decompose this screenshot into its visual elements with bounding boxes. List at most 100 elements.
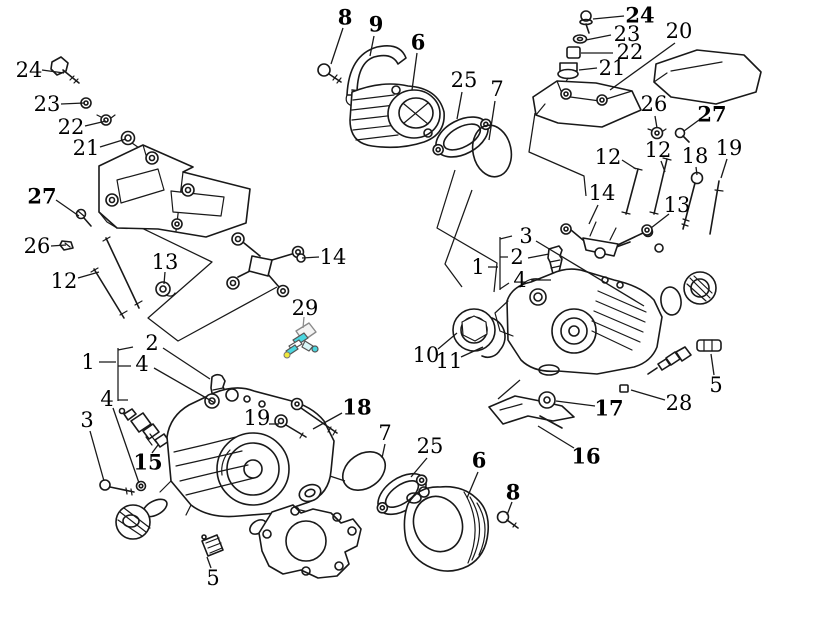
cylinder-head-right [494,268,663,376]
leader-line-24-right [592,15,625,20]
callout-24-right: 24 [625,3,654,28]
callout-27-right: 27 [697,102,726,127]
bolt-3-left [99,479,135,496]
leader-line-20 [609,42,676,91]
leader-line-2-right [527,253,550,259]
cylinder-port-6-top [349,83,445,149]
o-ring-7-top [471,124,513,178]
callout-22-left: 22 [58,115,85,139]
bolt-8-bottom [496,510,519,529]
leader-line-17 [555,400,596,407]
callout-12-right-a: 12 [595,145,622,169]
leader-line-27-right [683,119,700,132]
callout-24-left: 24 [16,58,43,82]
washer-23-right [572,34,588,44]
callout-2-right: 2 [510,245,523,269]
callout-25-top: 25 [451,68,478,92]
callout-18-right: 18 [682,144,709,168]
leader-line-13-right [650,213,670,229]
callout-2-left: 2 [145,331,158,355]
callout-21-right: 21 [599,56,626,80]
callout-20: 20 [666,19,693,43]
callout-4-left-a: 4 [135,352,148,376]
callout-7-bottom: 7 [378,421,391,445]
leader-line-2-left [162,347,211,380]
leader-line-16 [537,425,575,449]
tappet-cover-10 [452,308,496,352]
leader-line-21-left [99,138,127,148]
cylinder-head-left [159,387,335,518]
screw-27-left [75,208,92,227]
leader-line-12-right-a [621,159,637,170]
mount-21-right [557,62,579,92]
leader-line-27-left [55,199,80,217]
leader-line-11 [460,346,484,358]
leader-line-3-left [89,430,105,482]
leader-line-8-top [330,27,344,65]
callout-5-right: 5 [709,373,722,397]
bolt-24-right [579,10,593,34]
callout-26-right: 26 [641,92,668,116]
callout-13-left: 13 [152,250,179,274]
callout-5-left: 5 [206,566,219,590]
bolt-8-top [317,63,342,84]
callout-23-left: 23 [34,92,61,116]
leader-line-5-left [206,556,212,569]
callout-8-bottom: 8 [506,480,521,505]
o-ring-right [660,286,682,316]
leader-line-28 [630,389,666,401]
callout-27-left: 27 [27,184,56,209]
callout-8-top: 8 [338,5,353,30]
tappet-cover-right [683,271,717,305]
leader-line-8-bottom [506,501,513,516]
leader-line-3-right [535,240,645,307]
callout-4-left-b: 4 [100,387,113,411]
leader-line-6-top [411,52,418,91]
callout-6-top: 6 [411,30,426,55]
callout-12-left: 12 [51,269,78,293]
callout-3-right: 3 [519,224,532,248]
callout-10: 10 [413,343,440,367]
o-ring-11 [481,317,506,359]
nut-28 [619,384,629,393]
spark-plug-15 [118,407,170,448]
callout-19-right: 19 [716,136,743,160]
nut-13-left [155,281,176,297]
callout-19-left: 19 [244,406,271,430]
callout-16: 16 [571,444,600,469]
stud-12-left-a [102,236,143,309]
tappet-cover-bottom-left [115,498,168,540]
callout-21-left: 21 [73,136,100,160]
callout-1-right: 1 [471,255,484,279]
leader-line-29 [302,316,305,329]
leader-line-13-left [163,271,166,285]
bracket-14-left [226,232,306,298]
cam-cover-piece-right [653,49,762,105]
cam-cover-piece-left [532,80,642,128]
gasket-25-top [432,116,492,158]
screw-27-right [674,127,690,143]
callout-18-left: 18 [342,395,371,420]
callout-9-top: 9 [369,12,384,37]
nut-22-left [96,114,116,126]
nut-26-right [647,126,667,140]
leader-line-26-right [654,115,658,129]
callout-1-left: 1 [81,350,94,374]
leader-line-10 [437,332,458,350]
callout-7-top: 7 [490,77,503,101]
group-bracket-left [117,346,134,401]
o-ring-7-bottom [341,451,387,491]
callout-22-right: 22 [617,40,644,64]
leader-line-6-bottom [466,471,479,499]
leader-line-14-left [301,256,320,259]
callout-26-left: 26 [24,234,51,258]
leader-line-7-bottom [381,443,386,459]
callout-25-bottom: 25 [417,434,444,458]
leader-line-25-top [456,91,463,120]
callout-14-right: 14 [589,181,616,205]
leader-line-4-left-b [112,407,140,484]
leader-line-19-right [720,158,728,179]
bolt-24-left [50,56,80,84]
leader-line-7-top [488,100,496,141]
head-gasket-left [249,504,362,579]
